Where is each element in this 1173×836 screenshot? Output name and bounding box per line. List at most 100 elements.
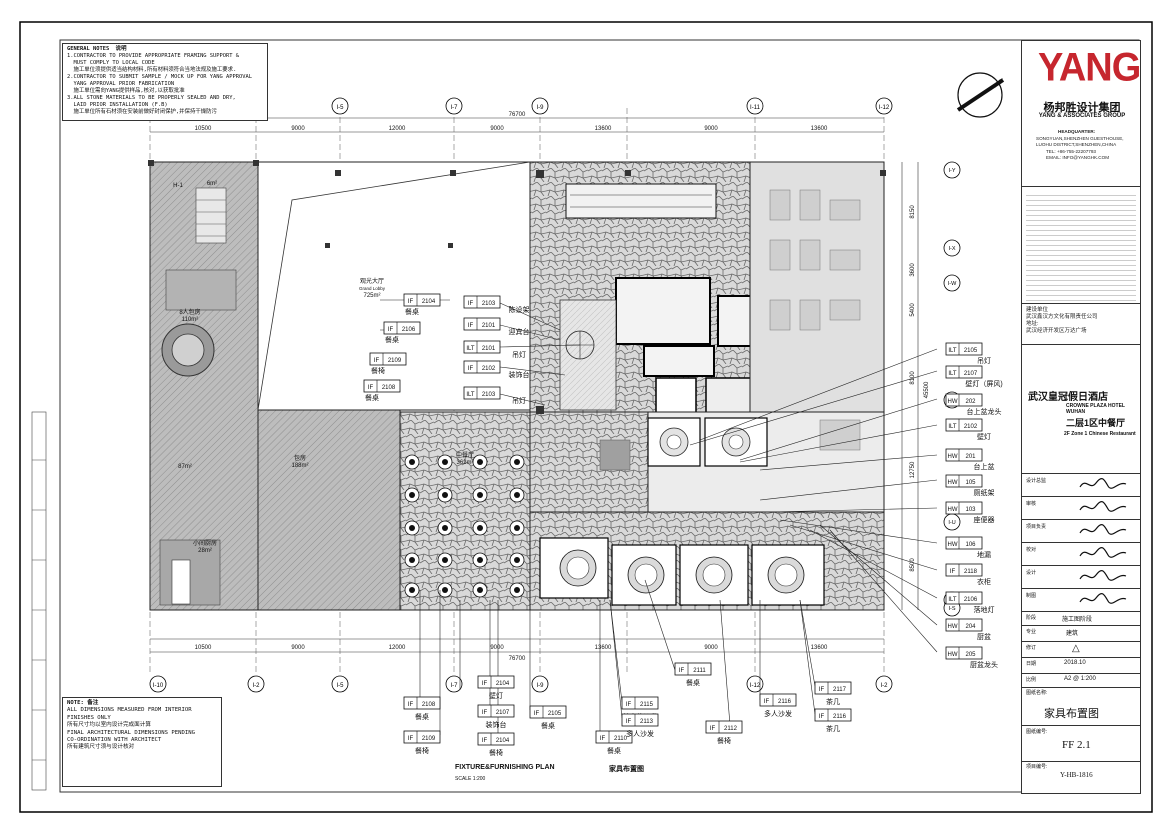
callout-label: 多人沙发: [764, 709, 792, 718]
client-address: 武汉经济开发区万达广场: [1026, 328, 1087, 334]
grid-bubble-right: I-X: [943, 239, 961, 257]
note-line-7: 3.ALL STONE MATERIALS TO BE PROPERLY SEA…: [67, 95, 236, 101]
sign-role-label: 审核: [1026, 501, 1037, 507]
dim-span-6: 9000: [704, 126, 718, 132]
dimension-notes: NOTE: 备注 ALL DIMENSIONS MEASURED FROM IN…: [62, 697, 222, 787]
callout-number: 2116: [833, 714, 847, 720]
callout-code: IF: [408, 736, 414, 742]
dim-span-1: 10500: [195, 126, 212, 132]
dim-span-4: 9000: [490, 126, 504, 132]
grid-label-bottom: I-2: [252, 683, 260, 689]
callout-label: 多人沙发: [626, 729, 654, 738]
dim-span-b7: 13600: [811, 645, 828, 651]
dim-right-4: 8100: [910, 371, 916, 385]
grid-bubble-top: I-7: [445, 97, 463, 115]
callout-number: 2110: [614, 736, 628, 742]
callout-label: 厨盆: [977, 632, 991, 641]
callout-code: HW: [948, 624, 958, 630]
callout-label: 台上盆龙头: [967, 407, 1002, 416]
hq-label: HEADQUARTER:: [1058, 129, 1096, 134]
note2-line-3: FINISHES ONLY: [67, 714, 111, 721]
note-line-8: LAID PRIOR INSTALLATION (F.B): [67, 102, 168, 108]
dining-table: [404, 520, 420, 536]
callout-code: IF: [374, 358, 380, 364]
callout-number: 2108: [382, 385, 396, 391]
dim-right-6: 8500: [910, 558, 916, 572]
dining-table: [472, 454, 488, 470]
stage-value: 施工图阶段: [1062, 617, 1093, 623]
callout-number: 205: [965, 652, 976, 658]
dining-table: [404, 582, 420, 598]
callout-number: 2117: [833, 687, 847, 693]
callout-code: ILT: [948, 348, 957, 354]
plan-scale: SCALE 1:200: [455, 776, 486, 782]
hotel-name-en: CROWNE PLAZA HOTEL WUHAN: [1066, 403, 1125, 415]
drawing-name-label: 图纸名称:: [1026, 690, 1048, 696]
grid-label-right: I-X: [948, 246, 955, 252]
callout-label: 餐桌: [686, 678, 700, 687]
dim-span-7: 13600: [811, 126, 828, 132]
dining-table: [472, 552, 488, 568]
dining-table: [437, 582, 453, 598]
drawing-name: 家具布置图: [1044, 708, 1099, 720]
callout-code: IF: [819, 687, 825, 693]
callout-code: ILT: [948, 371, 957, 377]
dining-table: [509, 552, 525, 568]
dining-table: [437, 520, 453, 536]
dim-right-5: 12750: [910, 461, 916, 478]
private-dining-table: [559, 549, 597, 587]
callout-label: 壁灯（屏风): [965, 379, 1002, 388]
grid-bubble-top: I-12: [875, 97, 893, 115]
grid-label-top: I-5: [336, 105, 344, 111]
callout-code: IF: [482, 738, 488, 744]
hq-email: EMAIL: INFO@YANGHK.COM: [1046, 155, 1110, 160]
grid-label-right: I-W: [948, 281, 957, 287]
callout-code: IF: [482, 710, 488, 716]
callout-label: 厨盆龙头: [970, 660, 998, 669]
callout-code: HW: [948, 454, 958, 460]
signature-icon: [1078, 592, 1128, 606]
callout-number: 2106: [964, 597, 978, 603]
sign-role-label: 制图: [1026, 593, 1037, 599]
title-block: YANG 杨邦胜设计集团 YANG & ASSOCIATES GROUP HEA…: [1021, 40, 1141, 794]
hotel-name: 武汉皇冠假日酒店: [1028, 392, 1108, 403]
dining-table: [472, 487, 488, 503]
callout-code: IF: [468, 366, 474, 372]
general-notes-title: GENERAL NOTES 说明: [67, 46, 127, 52]
callout-label: 厕纸架: [974, 488, 995, 497]
callout-code: IF: [468, 323, 474, 329]
callout-code: ILT: [466, 346, 475, 352]
scale-value: A2 @ 1:200: [1064, 676, 1096, 682]
grid-bubble-bottom: I-5: [331, 675, 349, 693]
callout-code: IF: [710, 726, 716, 732]
dim-span-5: 13600: [595, 126, 612, 132]
north-arrow-icon: [956, 72, 1005, 118]
signature-icon: [1078, 546, 1128, 560]
overall-dim-bottom: 76700: [509, 656, 526, 662]
callout-number: 103: [965, 507, 976, 513]
dining-table: [509, 520, 525, 536]
dining-table: [404, 454, 420, 470]
grid-label-right: I-U: [948, 520, 955, 526]
grid-bubble-bottom: I-10: [149, 675, 167, 693]
note-line-3: 施工单位须提供适当结构材料,所有材料须符合当地法规及施工要求.: [67, 67, 237, 73]
callout-number: 2102: [482, 366, 496, 372]
room-dining-area: 362m²: [456, 460, 473, 466]
callout-code: IF: [950, 569, 956, 575]
grid-bubble-right: I-U: [943, 513, 961, 531]
callout-label: 陈设架: [509, 305, 530, 314]
note2-line-4: 所有尺寸均以室内设计完成面计算: [67, 722, 151, 729]
drawing-no-label: 图纸编号:: [1026, 729, 1048, 735]
escalator: [565, 183, 717, 219]
callout-code: ILT: [948, 424, 957, 430]
dining-table: [404, 487, 420, 503]
